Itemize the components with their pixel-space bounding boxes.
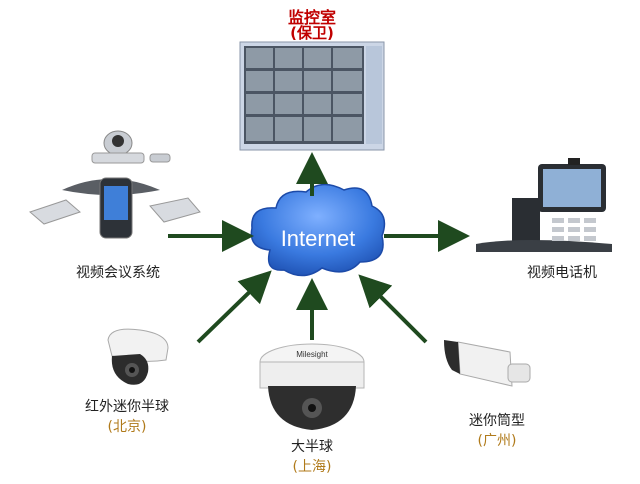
ir-dome-location: (北京) bbox=[107, 419, 147, 435]
video-conference-label: 视频会议系统 bbox=[76, 265, 160, 281]
arrow-from-ir-dome bbox=[196, 270, 272, 344]
mini-bullet-icon bbox=[444, 340, 531, 387]
video-phone-label: 视频电话机 bbox=[527, 265, 597, 281]
ir-mini-dome-icon bbox=[107, 328, 169, 385]
internet-cloud-icon bbox=[250, 183, 386, 277]
mini-bullet-label: 迷你筒型 bbox=[469, 413, 525, 429]
dome-brand-label: Milesight bbox=[296, 350, 328, 359]
internet-label: Internet bbox=[281, 226, 356, 251]
big-dome-icon bbox=[259, 343, 365, 430]
connection-arrows bbox=[168, 152, 470, 344]
big-dome-location: (上海) bbox=[292, 459, 332, 475]
arrow-from-bullet bbox=[358, 274, 428, 344]
video-conference-icon bbox=[29, 130, 201, 239]
monitor-room-sub: (保卫) bbox=[290, 24, 334, 42]
monitor-screen-icon bbox=[239, 41, 385, 151]
monitor-room-title: 监控室 bbox=[287, 8, 336, 27]
big-dome-label: 大半球 bbox=[291, 439, 333, 455]
mini-bullet-location: (广州) bbox=[477, 433, 517, 449]
video-phone-icon bbox=[476, 158, 612, 252]
ir-dome-label: 红外迷你半球 bbox=[85, 399, 169, 415]
